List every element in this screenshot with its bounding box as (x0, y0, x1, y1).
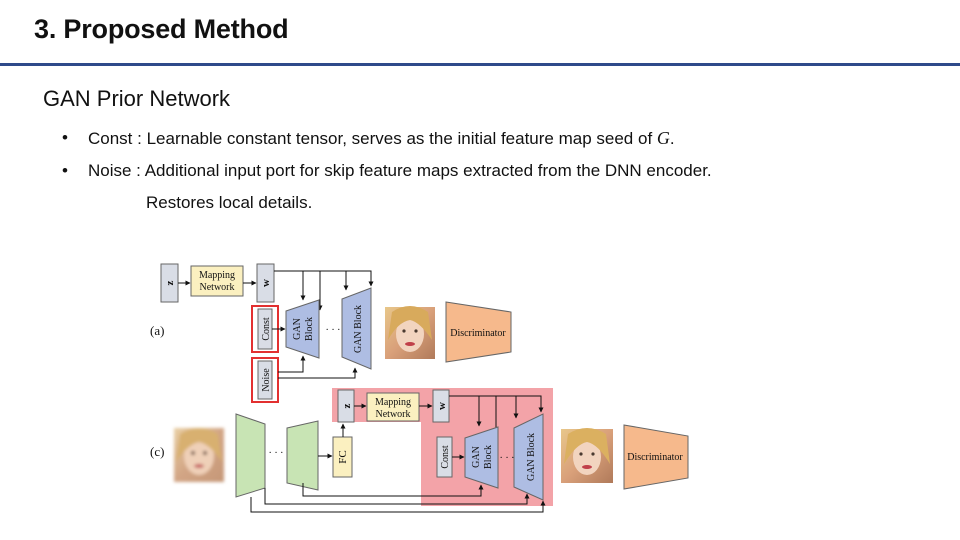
panel-a-w-box (256, 263, 275, 303)
panel-a-mapping-line2: Network (200, 282, 235, 293)
panel-a: (a) z Mapping Network w Const Noise GAN … (150, 263, 512, 403)
panel-a-mapping-line1: Mapping (199, 270, 235, 281)
panel-a-mapping-network (190, 265, 244, 297)
title-divider (0, 63, 960, 66)
panel-a-discriminator (445, 301, 512, 363)
panel-c-mapping-line1: Mapping (375, 397, 411, 408)
panel-a-gan-block-line2: Block (304, 317, 315, 341)
panel-c-encoder-first (235, 413, 266, 498)
panel-a-gan-block-final (341, 287, 372, 370)
slide-title: 3. Proposed Method (34, 14, 289, 44)
panel-c-label: (c) (150, 444, 164, 459)
panel-a-noise-box (257, 360, 273, 400)
panel-a-output-face (385, 306, 435, 359)
bullet-marker: • (62, 128, 68, 147)
panel-a-noise-highlight (251, 357, 279, 403)
panel-c-discriminator (623, 424, 689, 490)
panel-c-ellipsis: · · · (500, 453, 515, 464)
bullet-const-text: Const : Learnable constant tensor, serve… (88, 129, 653, 148)
panel-c-gan-block-line2: Block (483, 445, 494, 469)
panel-c-w-box (432, 389, 450, 423)
panel-c-mapping-network (366, 392, 420, 422)
panel-c-gan-block-final-label: GAN Block (526, 433, 537, 481)
panel-c-encoder-last (286, 420, 319, 491)
panel-a-discriminator-label: Discriminator (450, 328, 506, 339)
generator-symbol: G (656, 128, 670, 148)
panel-c-gan-block (464, 426, 499, 489)
panel-a-noise-label: Noise (261, 368, 272, 392)
panel-a-gan-block-line1: GAN (292, 318, 303, 340)
bullet-marker: • (62, 161, 68, 180)
panel-c-output-face (561, 428, 613, 483)
bullet-const-suffix: . (669, 129, 675, 148)
panel-a-gan-block-final-label: GAN Block (353, 305, 364, 353)
bullet-noise-continuation: Restores local details. (146, 193, 313, 212)
panel-c-input-face (174, 428, 224, 482)
panel-a-label: (a) (150, 323, 164, 338)
panel-c-gan-block-final (513, 413, 544, 501)
bullet-noise: Noise : Additional input port for skip f… (88, 161, 712, 180)
panel-c-gan-block-line1: GAN (471, 446, 482, 468)
panel-c-const-label: Const (440, 445, 451, 469)
panel-c: (c) · · · FC z Mapping Network w (150, 388, 689, 513)
panel-c-fc-label: FC (337, 450, 349, 463)
bullet-const: Const : Learnable constant tensor, serve… (88, 128, 675, 149)
panel-a-const-label: Const (261, 317, 272, 341)
panel-c-z-label: z (341, 403, 353, 408)
panel-a-ellipsis: · · · (326, 325, 341, 336)
panel-a-gan-block (285, 299, 320, 359)
panel-c-w-label: w (436, 402, 448, 410)
section-heading: GAN Prior Network (43, 86, 231, 111)
panel-c-encoder-ellipsis: · · · (269, 448, 284, 459)
panel-c-discriminator-label: Discriminator (627, 452, 683, 463)
panel-a-z-label: z (164, 280, 176, 285)
panel-a-w-label: w (260, 279, 272, 287)
panel-c-mapping-line2: Network (376, 409, 411, 420)
